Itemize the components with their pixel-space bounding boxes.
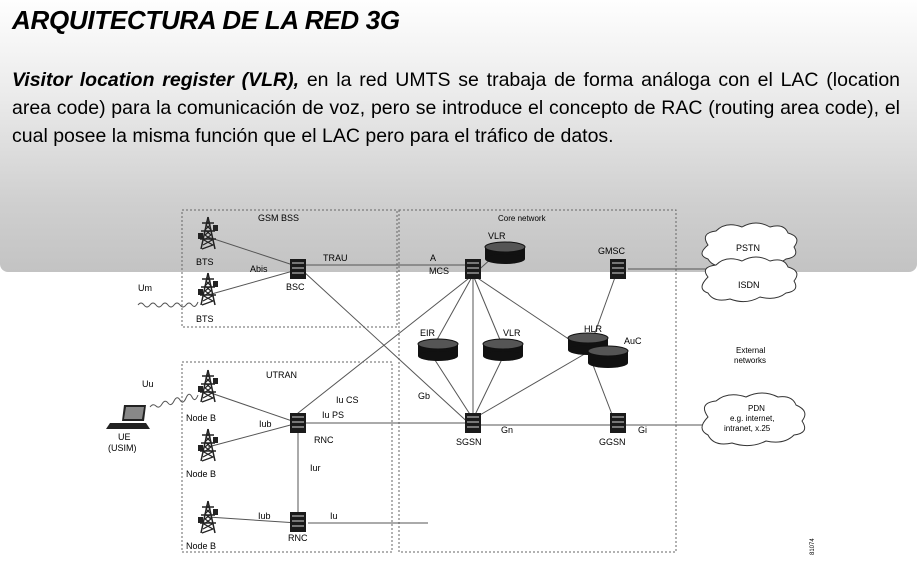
node-b-label-1: Node B [186, 413, 216, 423]
gn-label: Gn [501, 425, 513, 435]
gb-label: Gb [418, 391, 430, 401]
um-label: Um [138, 283, 152, 293]
bsc-server-icon [290, 259, 306, 279]
utran-label: UTRAN [266, 370, 297, 380]
bts-label-1: BTS [196, 257, 214, 267]
core-network-label: Core network [498, 214, 547, 223]
ggsn-label: GGSN [599, 437, 626, 447]
external-networks-label-1: External [736, 346, 766, 355]
pdn-cloud [701, 392, 806, 447]
ue-label: UE [118, 432, 131, 442]
eir-label: EIR [420, 328, 436, 338]
auc-database-icon [587, 345, 629, 369]
paragraph-term: Visitor location register (VLR), [12, 69, 300, 91]
network-architecture-diagram: GSM BSS Core network VLR BTS Abis TRAU A… [106, 209, 816, 555]
pdn-label-2: e.g. internet, [730, 414, 774, 423]
bts-label-2: BTS [196, 314, 214, 324]
usim-label: (USIM) [108, 443, 137, 453]
rnc-server-icon-2 [290, 512, 306, 532]
auc-label: AuC [624, 336, 642, 346]
iu-ps-label: Iu PS [322, 410, 344, 420]
ggsn-server-icon [610, 413, 626, 433]
gsm-bss-box [181, 209, 398, 328]
slide-title: ARQUITECTURA DE LA RED 3G [12, 5, 400, 35]
isdn-label: ISDN [738, 280, 760, 290]
sgsn-label: SGSN [456, 437, 482, 447]
bts-tower-icon-2 [197, 272, 219, 306]
figure-id-label: 81074 [810, 538, 816, 555]
gmsc-label: GMSC [598, 246, 626, 256]
node-b-tower-icon-1 [197, 369, 219, 403]
eir-database-icon [417, 338, 459, 362]
slide-header: ARQUITECTURA DE LA RED 3G Visitor locati… [0, 0, 917, 272]
slide-paragraph: Visitor location register (VLR), en la r… [12, 66, 900, 150]
external-networks-label-2: networks [734, 356, 766, 365]
iub-label-2: Iub [258, 511, 271, 521]
ue-laptop-icon [106, 405, 150, 429]
hlr-label: HLR [584, 324, 603, 334]
bts-tower-icon-1 [197, 216, 219, 250]
um-radio-link [137, 301, 199, 308]
sgsn-server-icon [465, 413, 481, 433]
mcs-label: MCS [429, 266, 449, 276]
paragraph-text: en la red UMTS se trabaja de forma análo… [12, 69, 901, 147]
gsm-bss-label: GSM BSS [258, 213, 299, 223]
gmsc-server-icon [610, 259, 626, 279]
utran-box [181, 361, 393, 553]
abis-label: Abis [250, 264, 268, 274]
mcs-server-icon [465, 259, 481, 279]
pstn-label: PSTN [736, 243, 760, 253]
bsc-label: BSC [286, 282, 305, 292]
vlr-label-1: VLR [488, 231, 506, 241]
connection-lines [207, 236, 713, 524]
node-b-label-3: Node B [186, 541, 216, 551]
rnc-label-2: RNC [288, 533, 308, 543]
pdn-label-1: PDN [748, 404, 765, 413]
trau-label: TRAU [323, 253, 348, 263]
gi-label: Gi [638, 425, 647, 435]
vlr-database-icon-2 [482, 338, 524, 362]
vlr-label-2: VLR [503, 328, 521, 338]
iu-cs-label: Iu CS [336, 395, 359, 405]
uu-radio-link [149, 393, 199, 408]
rnc-label-1: RNC [314, 435, 334, 445]
iub-label-1: Iub [259, 419, 272, 429]
rnc-server-icon-1 [290, 413, 306, 433]
iur-label: Iur [310, 463, 321, 473]
a-interface-label: A [430, 253, 436, 263]
vlr-database-icon-1 [484, 241, 526, 265]
isdn-cloud [701, 256, 798, 303]
uu-label: Uu [142, 379, 154, 389]
pdn-label-3: intranet, x.25 [724, 424, 771, 433]
core-network-box [398, 209, 677, 553]
node-b-label-2: Node B [186, 469, 216, 479]
iu-label: Iu [330, 511, 338, 521]
